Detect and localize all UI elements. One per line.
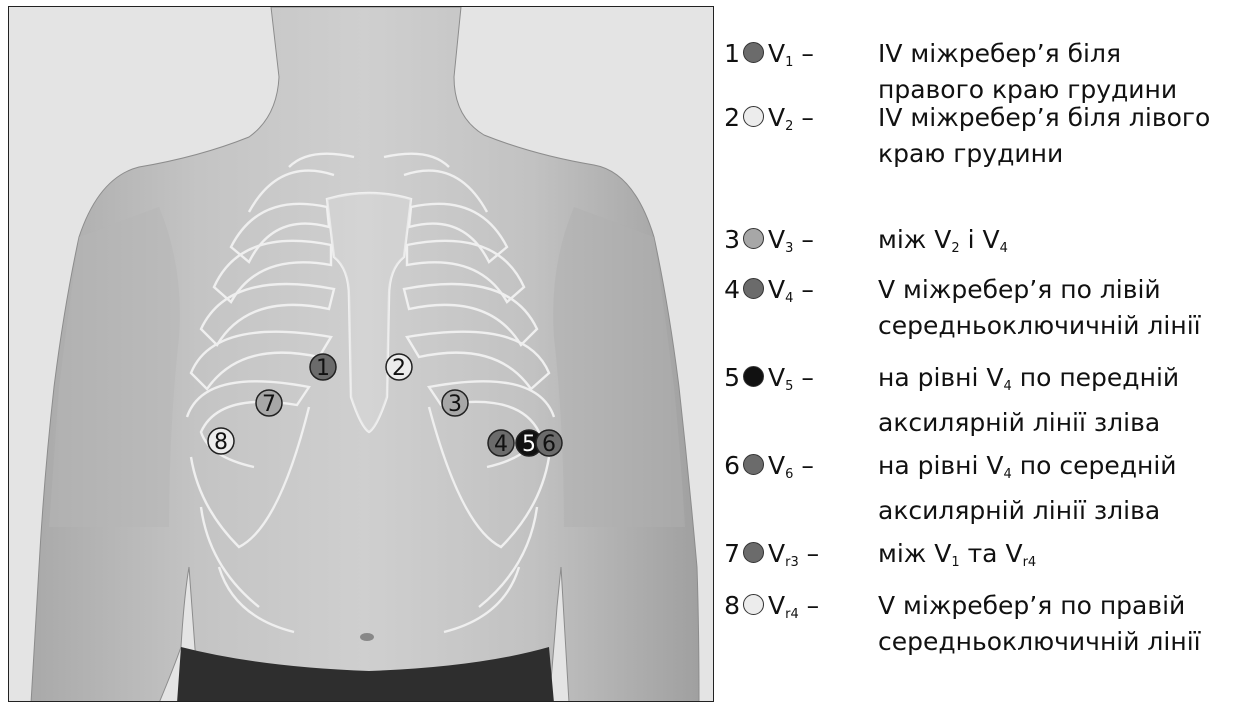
electrode-marker-2: 2 bbox=[386, 354, 412, 381]
legend-lead-name: V1 – bbox=[768, 36, 878, 81]
legend-description: на рівні V4 по середній аксилярній лінії… bbox=[878, 448, 1218, 529]
legend-description: між V2 і V4 bbox=[878, 222, 1218, 267]
legend-description: V міжребер’я по правій середньоключичній… bbox=[878, 588, 1218, 660]
legend-number: 8 bbox=[722, 588, 740, 624]
legend-color-dot bbox=[743, 594, 764, 615]
legend-number: 3 bbox=[722, 222, 740, 258]
legend-row-4: 4 V4 –V міжребер’я по лівій середньоключи… bbox=[722, 272, 1218, 344]
legend-lead-name: V2 – bbox=[768, 100, 878, 145]
electrode-label-2: 2 bbox=[392, 356, 406, 381]
legend-color-dot bbox=[743, 228, 764, 249]
legend-lead-name: V6 – bbox=[768, 448, 878, 493]
electrode-marker-1: 1 bbox=[310, 354, 336, 381]
legend-description: IV міжребер’я біля правого краю грудини bbox=[878, 36, 1218, 108]
legend-lead-name: V3 – bbox=[768, 222, 878, 267]
legend-lead-name: Vr4 – bbox=[768, 588, 878, 633]
legend-row-8: 8 Vr4 –V міжребер’я по правій середньоклю… bbox=[722, 588, 1218, 660]
electrode-label-4: 4 bbox=[494, 432, 508, 457]
navel bbox=[360, 633, 374, 641]
legend-lead-name: V5 – bbox=[768, 360, 878, 405]
legend-color-dot bbox=[743, 454, 764, 475]
electrode-label-7: 7 bbox=[262, 392, 276, 417]
legend-lead-name: Vr3 – bbox=[768, 536, 878, 581]
electrode-marker-8: 8 bbox=[208, 428, 234, 455]
legend-row-3: 3 V3 –між V2 і V4 bbox=[722, 222, 1218, 267]
legend-description: V міжребер’я по лівій середньоключичній … bbox=[878, 272, 1218, 344]
legend-description: IV міжребер’я біля лівого краю грудини bbox=[878, 100, 1218, 172]
electrode-marker-3: 3 bbox=[442, 390, 468, 417]
legend-row-5: 5 V5 –на рівні V4 по передній аксилярній … bbox=[722, 360, 1218, 441]
electrode-label-1: 1 bbox=[316, 356, 330, 381]
legend-color-dot bbox=[743, 366, 764, 387]
legend-number: 1 bbox=[722, 36, 740, 72]
legend-color-dot bbox=[743, 42, 764, 63]
legend-number: 2 bbox=[722, 100, 740, 136]
legend-color-dot bbox=[743, 106, 764, 127]
electrode-label-3: 3 bbox=[448, 392, 462, 417]
legend-color-dot bbox=[743, 542, 764, 563]
electrode-label-8: 8 bbox=[214, 430, 228, 455]
legend-row-2: 2 V2 –IV міжребер’я біля лівого краю груд… bbox=[722, 100, 1218, 172]
electrode-marker-7: 7 bbox=[256, 390, 282, 417]
legend-row-7: 7 Vr3 –між V1 та Vr4 bbox=[722, 536, 1218, 581]
legend-row-1: 1 V1 –IV міжребер’я біля правого краю гру… bbox=[722, 36, 1218, 108]
electrode-label-6: 6 bbox=[542, 432, 556, 457]
legend-number: 5 bbox=[722, 360, 740, 396]
electrode-marker-4: 4 bbox=[488, 430, 514, 457]
electrode-marker-6: 6 bbox=[536, 430, 562, 457]
legend-lead-name: V4 – bbox=[768, 272, 878, 317]
legend-color-dot bbox=[743, 278, 764, 299]
legend-description: на рівні V4 по передній аксилярній лінії… bbox=[878, 360, 1218, 441]
legend-number: 4 bbox=[722, 272, 740, 308]
electrode-label-5: 5 bbox=[522, 432, 536, 457]
legend-number: 7 bbox=[722, 536, 740, 572]
legend-description: між V1 та Vr4 bbox=[878, 536, 1218, 581]
legend-number: 6 bbox=[722, 448, 740, 484]
legend-row-6: 6 V6 –на рівні V4 по середній аксилярній … bbox=[722, 448, 1218, 529]
